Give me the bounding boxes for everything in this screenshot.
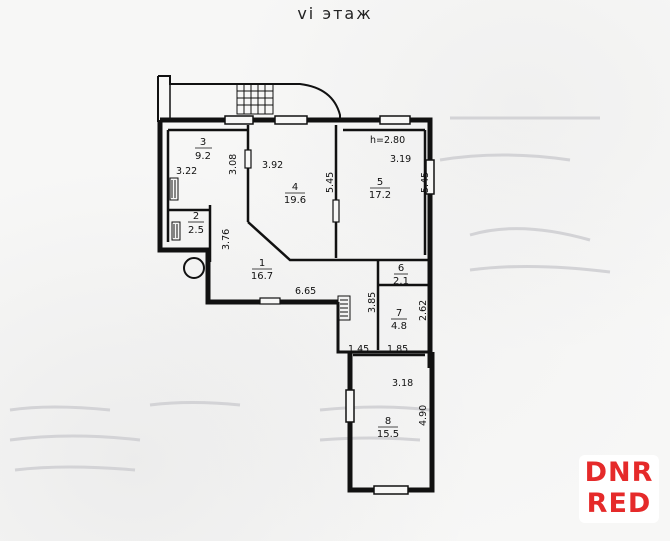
room-number: 4 [292, 182, 298, 193]
dim-6-65: 6.65 [295, 286, 316, 297]
room-area: 17.2 [369, 190, 391, 201]
room-area: 16.7 [251, 271, 273, 282]
dim-1-45: 1.45 [348, 344, 369, 355]
interior-walls [166, 125, 428, 357]
room-area: 9.2 [195, 151, 211, 162]
room-6: 6 2.1 [393, 263, 409, 287]
ventilation-shaft [337, 295, 351, 321]
dim-4-90: 4.90 [418, 405, 429, 426]
dim-5-45-room5: 5.45 [420, 172, 431, 193]
dimension-labels: 3.22 3.08 3.92 5.45 3.19 5.45 3.76 6.65 … [176, 154, 431, 426]
logo-line-1: DNR [584, 457, 654, 488]
doors [244, 149, 340, 305]
dim-3-85: 3.85 [367, 292, 378, 313]
room-area: 15.5 [377, 429, 399, 440]
room-4: 4 19.6 [284, 182, 306, 206]
room-7: 7 4.8 [391, 308, 407, 332]
room-area: 19.6 [284, 195, 306, 206]
room-area: 2.1 [393, 276, 409, 287]
room-5: 5 17.2 [369, 177, 391, 201]
room-number: 3 [200, 137, 206, 148]
floor-title: vi этаж [297, 4, 373, 23]
dim-5-45-room4: 5.45 [325, 172, 336, 193]
ghost-strokes [9, 116, 611, 472]
room-area: 2.5 [188, 225, 204, 236]
dim-3-76: 3.76 [221, 229, 232, 250]
windows [224, 115, 435, 495]
dim-3-19: 3.19 [390, 154, 411, 165]
background-scribbles [9, 116, 611, 472]
riser-circle [183, 257, 205, 279]
dim-3-08: 3.08 [228, 154, 239, 175]
room-1: 1 16.7 [251, 258, 273, 282]
room-number: 1 [259, 258, 265, 269]
room-number: 8 [385, 416, 391, 427]
dim-1-85: 1.85 [387, 344, 408, 355]
room-number: 5 [377, 177, 383, 188]
ceiling-height: h=2.80 [370, 135, 405, 146]
room-3: 3 9.2 [195, 137, 212, 162]
dnr-red-logo: DNR RED [579, 455, 659, 523]
balcony-outline [157, 75, 341, 122]
room-2: 2 2.5 [188, 211, 204, 236]
radiators [169, 177, 181, 241]
room-number: 7 [396, 308, 402, 319]
dim-3-18: 3.18 [392, 378, 413, 389]
room-number: 6 [398, 263, 404, 274]
dim-3-92: 3.92 [262, 160, 283, 171]
room-area: 4.8 [391, 321, 407, 332]
dim-3-22: 3.22 [176, 166, 197, 177]
dim-2-62: 2.62 [418, 300, 429, 321]
logo-line-2: RED [586, 488, 652, 519]
balcony-grille [236, 83, 274, 115]
outer-wall-left [157, 120, 338, 305]
room-8: 8 15.5 [377, 416, 399, 440]
room-number: 2 [193, 211, 199, 222]
